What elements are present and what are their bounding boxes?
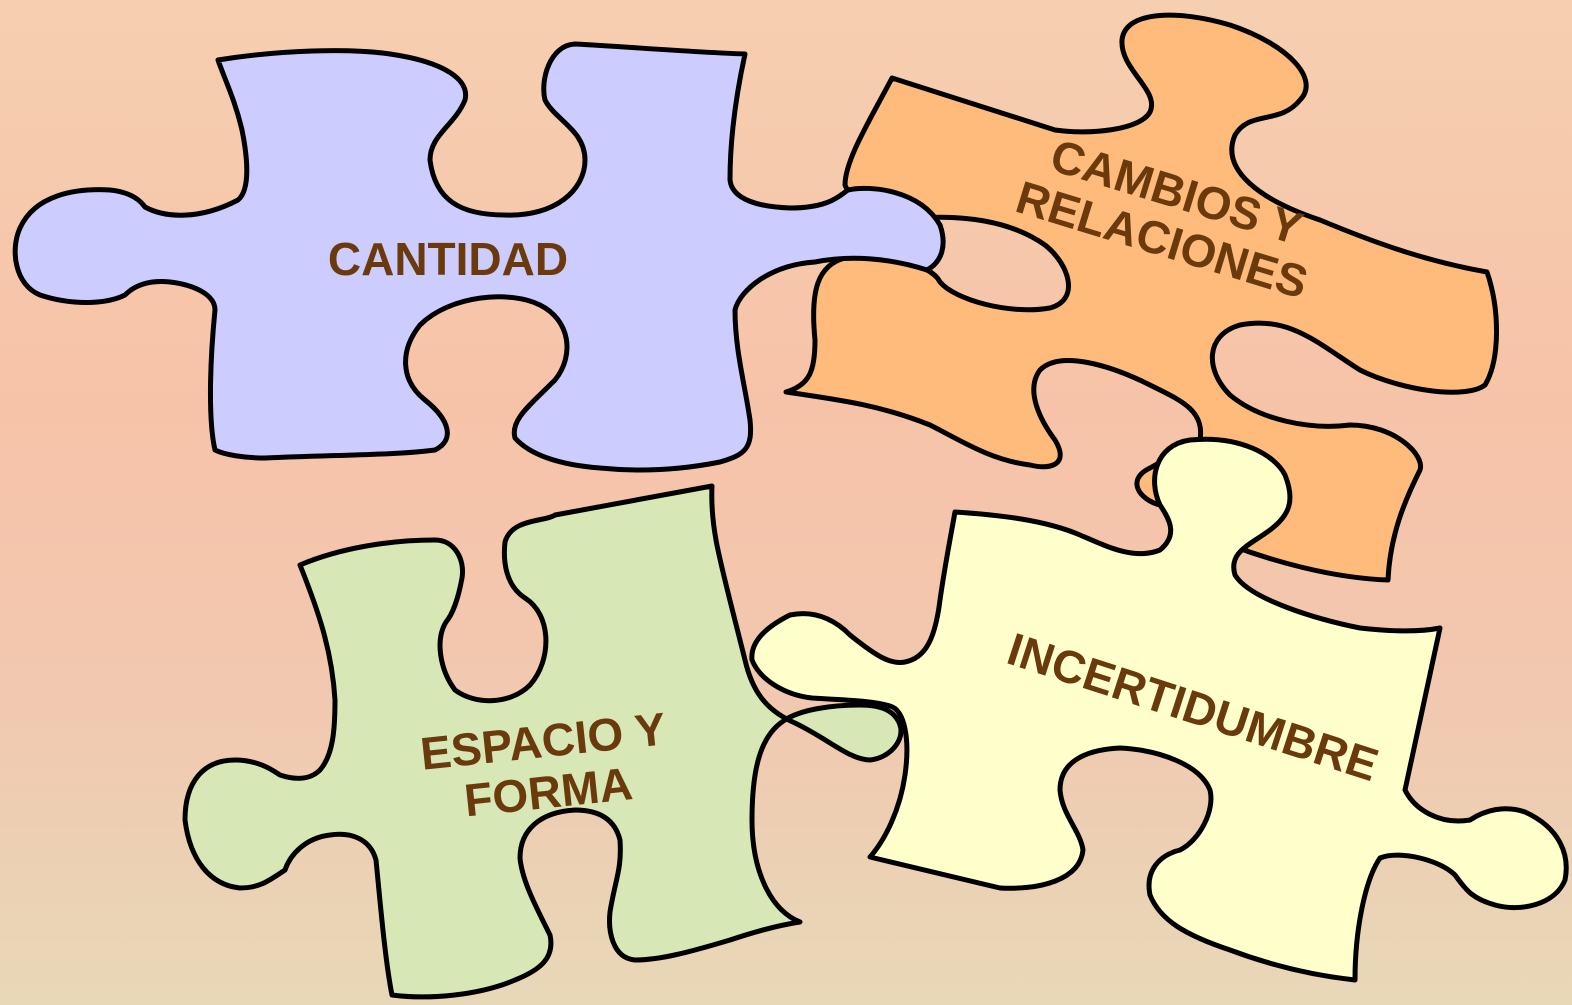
puzzle-piece-cantidad: CANTIDAD — [12, 41, 946, 473]
puzzle-piece-cambios: CAMBIOS Y RELACIONES — [783, 12, 1499, 583]
puzzle-piece-espacio: ESPACIO Y FORMA — [182, 483, 904, 1000]
puzzle-piece-cantidad-shape — [12, 41, 946, 473]
puzzle-piece-cambios-shape — [783, 12, 1499, 583]
cantidad-label: CANTIDAD — [328, 233, 568, 285]
puzzle-piece-incertidumbre-shape — [749, 436, 1569, 983]
puzzle-piece-espacio-shape — [182, 483, 904, 1000]
puzzle-piece-incertidumbre: INCERTIDUMBRE — [749, 436, 1569, 983]
